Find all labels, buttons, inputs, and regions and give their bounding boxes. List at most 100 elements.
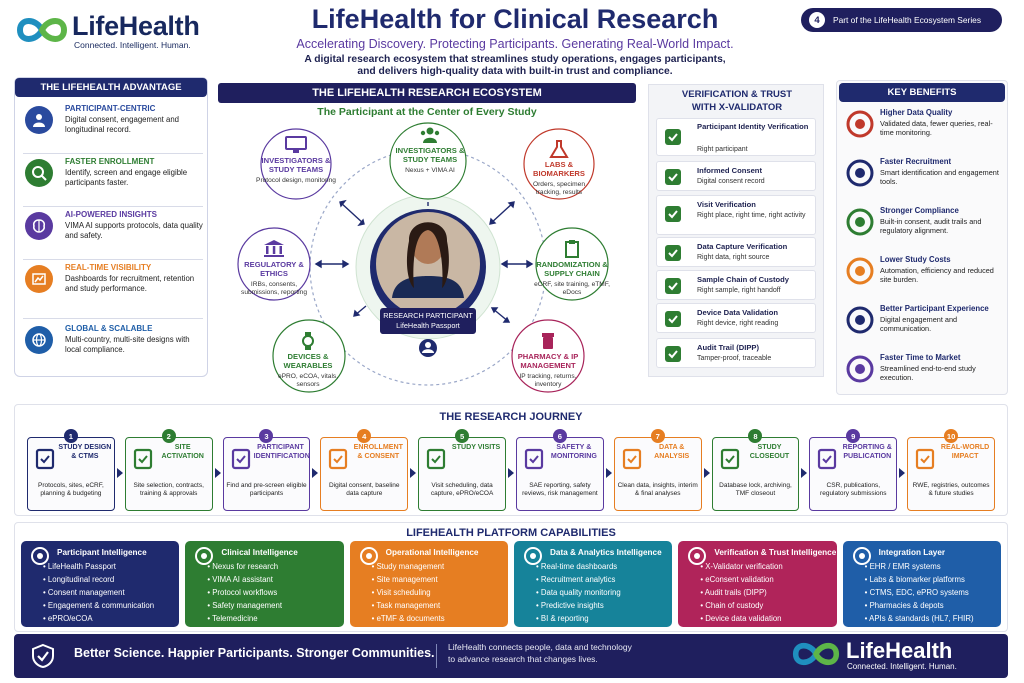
footer-brand-tagline: Connected. Intelligent. Human. xyxy=(847,662,957,671)
capability-column[interactable]: Verification & Trust IntelligenceX-Valid… xyxy=(678,541,837,627)
benefit-head: Faster Time to Market xyxy=(880,353,961,362)
flask-icon xyxy=(549,140,569,158)
verification-item[interactable]: Audit Trail (DIPP)Tamper-proof, traceabl… xyxy=(656,338,816,368)
eco-node-regulatory[interactable]: REGULATORY & ETHICS IRBs, consents, subm… xyxy=(236,240,312,297)
verification-head: Visit Verification xyxy=(697,200,756,209)
series-badge[interactable]: 4 Part of the LifeHealth Ecosystem Serie… xyxy=(801,8,1002,32)
flag-icon xyxy=(718,447,742,471)
advantage-text: Identify, screen and engage eligible par… xyxy=(65,168,188,188)
capability-item: X-Validator verification xyxy=(700,561,782,574)
eco-node-investigators[interactable]: INVESTIGATORS & STUDY TEAMS Protocol des… xyxy=(256,136,336,185)
journey-arrow xyxy=(605,468,612,478)
page-subtitle: Accelerating Discovery. Protecting Parti… xyxy=(296,37,734,51)
user-search-icon xyxy=(229,447,253,471)
benefit-head: Lower Study Costs xyxy=(880,255,951,264)
capability-list: Study managementSite managementVisit sch… xyxy=(372,561,445,626)
capability-title: Clinical Intelligence xyxy=(221,548,298,557)
globe-icon xyxy=(913,447,937,471)
consent-icon xyxy=(326,447,350,471)
eco-node-pharmacy[interactable]: PHARMACY & IP MANAGEMENT IP tracking, re… xyxy=(510,332,586,389)
footer-brand-name: LifeHealth xyxy=(846,638,953,663)
capability-title: Integration Layer xyxy=(878,548,946,557)
capability-item: Real-time dashboards xyxy=(536,561,621,574)
center-participant-label: RESEARCH PARTICIPANT LifeHealth Passport xyxy=(380,308,476,334)
benefit-head: Faster Recruitment xyxy=(880,157,952,166)
verification-desc: Digital consent record xyxy=(697,178,765,185)
step-desc: Site selection, contracts, training & ap… xyxy=(133,482,204,498)
advantage-text: Multi-country, multi-site designs with l… xyxy=(65,335,190,355)
eco-node-desc: eCRF, site training, eTMF, eDocs xyxy=(534,281,610,297)
verification-desc: Right place, right time, right activity xyxy=(697,212,806,219)
advantage-text: Dashboards for recruitment, retention an… xyxy=(65,274,195,294)
advantage-item: AI-POWERED INSIGHTS VIMA AI supports pro… xyxy=(23,208,203,260)
speedometer-icon xyxy=(846,159,874,187)
eco-node-study-teams[interactable]: INVESTIGATORS & STUDY TEAMS Nexus + VIMA… xyxy=(390,126,470,175)
capability-item: Longitudinal record xyxy=(43,574,154,587)
globe-icon xyxy=(25,326,53,354)
gear-icon xyxy=(359,546,379,566)
eco-node-desc: Protocol design, monitoring xyxy=(256,177,336,185)
step-desc: Find and pre-screen eligible participant… xyxy=(226,482,307,498)
eco-node-desc: Orders, specimen tracking, results xyxy=(532,181,586,197)
bar-chart-icon xyxy=(523,546,543,566)
eco-node-labs[interactable]: LABS & BIOMARKERS Orders, specimen track… xyxy=(520,140,598,197)
journey-arrow xyxy=(214,468,221,478)
footer-logo[interactable]: LifeHealth Connected. Intelligent. Human… xyxy=(792,637,1002,675)
capability-title: Data & Analytics Intelligence xyxy=(550,548,662,557)
journey-arrow xyxy=(410,468,417,478)
capability-column[interactable]: Data & Analytics IntelligenceReal-time d… xyxy=(514,541,673,627)
magnifier-user-icon xyxy=(25,159,53,187)
eco-node-randomization[interactable]: RANDOMIZATION & SUPPLY CHAIN eCRF, site … xyxy=(534,240,610,297)
capability-item: Engagement & communication xyxy=(43,600,154,613)
step-title: REPORTING & PUBLICATION xyxy=(842,443,892,460)
capability-item: Site management xyxy=(372,574,445,587)
eco-node-desc: IP tracking, returns, inventory xyxy=(519,373,577,389)
benefits-panel: KEY BENEFITS xyxy=(836,80,1008,395)
advantage-item: GLOBAL & SCALABLE Multi-country, multi-s… xyxy=(23,322,203,374)
capability-item: ePRO/eCOA xyxy=(43,613,154,626)
research-journey xyxy=(14,404,1008,516)
brand-tagline: Connected. Intelligent. Human. xyxy=(74,40,191,50)
shield-check-icon xyxy=(687,546,707,566)
eco-node-desc: Nexus + VIMA AI xyxy=(405,167,455,175)
capability-title: Operational Intelligence xyxy=(385,548,479,557)
capability-column[interactable]: Integration LayerEHR / EMR systemsLabs &… xyxy=(842,541,1001,627)
capability-item: LifeHealth Passport xyxy=(43,561,154,574)
step-title: STUDY DESIGN & CTMS xyxy=(58,443,112,460)
eco-node-devices[interactable]: DEVICES & WEARABLES ePRO, eCOA, vitals, … xyxy=(270,332,346,389)
advantage-head: FASTER ENROLLMENT xyxy=(65,157,155,166)
clipboard-icon xyxy=(565,240,579,258)
advantage-title: THE LIFEHEALTH ADVANTAGE xyxy=(15,78,207,97)
capability-column[interactable]: Participant IntelligenceLifeHealth Passp… xyxy=(21,541,180,627)
capability-item: CTMS, EDC, ePRO systems xyxy=(865,587,974,600)
step-title: STUDY VISITS xyxy=(451,443,501,451)
capability-title: Participant Intelligence xyxy=(57,548,147,557)
step-number: 2 xyxy=(161,429,176,443)
intro-line: and delivers high-quality data with buil… xyxy=(357,66,673,78)
benefit-text: Automation, efficiency and reduced site … xyxy=(880,266,994,285)
capability-item: VIMA AI assistant xyxy=(207,574,282,587)
verification-head: Audit Trail (DIPP) xyxy=(697,343,760,352)
capability-column[interactable]: Operational IntelligenceStudy management… xyxy=(349,541,508,627)
step-number: 5 xyxy=(455,429,470,443)
page-title: LifeHealth for Clinical Research xyxy=(311,4,719,34)
brand-logo[interactable]: LifeHealth Connected. Intelligent. Human… xyxy=(16,11,216,52)
capability-column[interactable]: Clinical IntelligenceNexus for researchV… xyxy=(185,541,344,627)
